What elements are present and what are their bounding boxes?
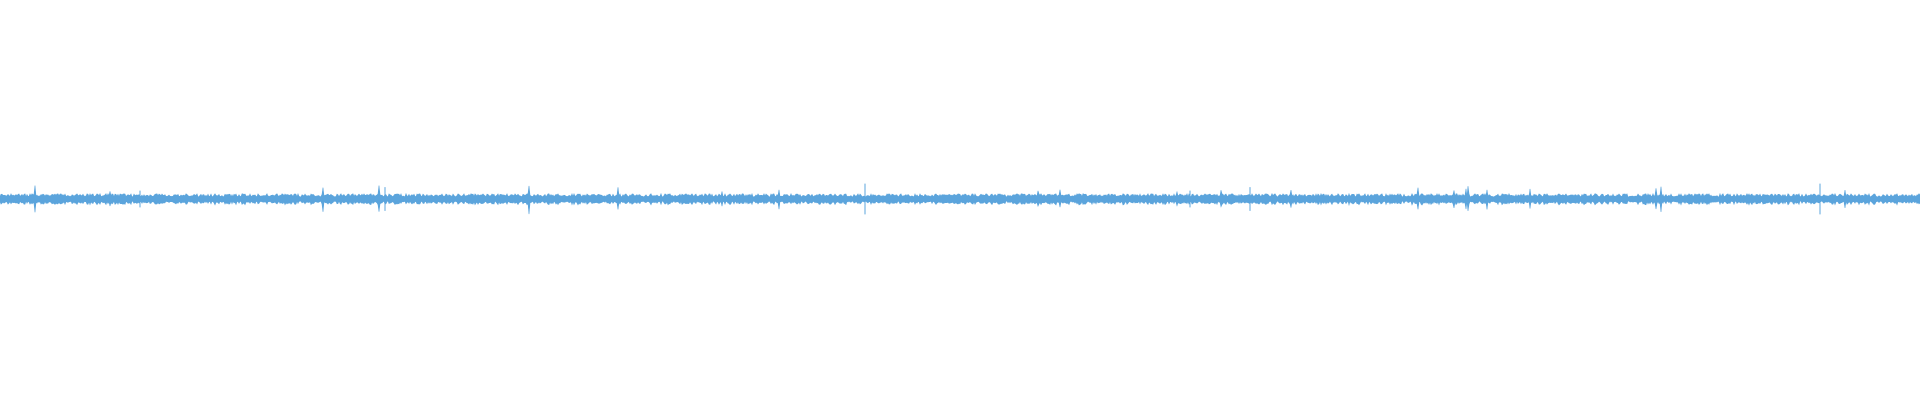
waveform-layer: [0, 183, 1920, 215]
waveform-envelope: [0, 185, 1920, 215]
